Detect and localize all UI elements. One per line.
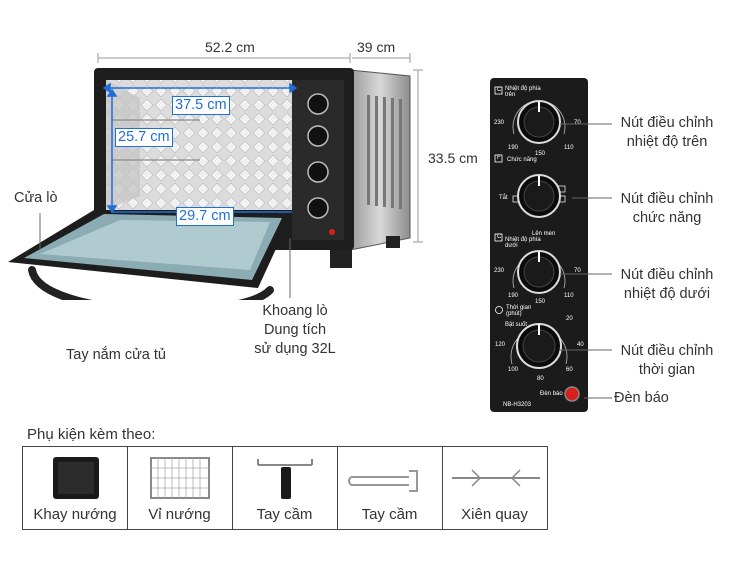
top-temp-tick: 70 xyxy=(574,120,581,126)
interior-width-label: 37.5 cm xyxy=(172,96,230,115)
callout-top-temp: Nút điều chỉnh nhiệt độ trên xyxy=(612,114,722,152)
callout-lamp: Đèn báo xyxy=(614,390,669,406)
chamber-label-line2: Dung tích xyxy=(263,322,327,338)
accessories-title: Phụ kiện kèm theo: xyxy=(27,426,156,443)
rotisserie-spit-icon xyxy=(452,469,540,487)
oven-knob-1 xyxy=(307,93,329,115)
accessory-rack-handle: Tay cầm xyxy=(337,446,443,530)
indicator-lamp xyxy=(564,386,580,402)
handle-label: Tay nắm cửa tủ xyxy=(66,347,166,363)
callout-timer: Nút điều chỉnh thời gian xyxy=(612,342,722,380)
bottom-temp-tick: 230 xyxy=(494,268,505,274)
top-temp-knob xyxy=(517,100,561,144)
function-knob xyxy=(517,174,561,218)
timer-knob xyxy=(516,323,562,369)
chamber-label: Khoang lò Dung tích sử dụng 32L xyxy=(245,302,345,359)
callout-timer-line2: thời gian xyxy=(638,362,696,378)
interior-height-label: 25.7 cm xyxy=(115,128,173,147)
bottom-temp-tick: 110 xyxy=(564,293,574,299)
callout-top-temp-line2: nhiệt độ trên xyxy=(626,134,708,150)
panel-bottom-temp-title: Nhiệt độ phía dưới xyxy=(505,237,541,249)
panel-function-on: Lên men xyxy=(532,231,556,237)
top-temp-tick: 110 xyxy=(564,145,574,151)
panel-function-title: Chức năng xyxy=(507,157,537,163)
wire-rack-icon xyxy=(150,457,210,499)
oven-knob-2 xyxy=(307,125,329,147)
timer-tick: 120 xyxy=(495,342,506,348)
panel-lamp-label: Đèn báo xyxy=(540,391,563,397)
oven-knob-4 xyxy=(307,197,329,219)
callout-function-line1: Nút điều chỉnh xyxy=(620,191,714,207)
accessory-name: Vỉ nướng xyxy=(148,506,211,523)
accessory-name: Xiên quay xyxy=(461,506,528,523)
baking-tray-icon xyxy=(53,457,99,499)
bottom-temp-tick: 70 xyxy=(574,268,581,274)
panel-knobs xyxy=(516,100,562,369)
control-panel-graphics xyxy=(494,86,580,402)
callout-function-line2: chức năng xyxy=(632,210,702,226)
chamber-label-line1: Khoang lò xyxy=(262,303,328,319)
timer-tick: 60 xyxy=(566,367,573,373)
width-label: 52.2 cm xyxy=(205,39,255,55)
callout-top-temp-line1: Nút điều chỉnh xyxy=(620,115,714,131)
timer-tick: 40 xyxy=(577,342,584,348)
depth-label: 39 cm xyxy=(357,39,396,55)
panel-model: NB-H3203 xyxy=(503,402,532,408)
section-letter: F xyxy=(497,155,501,161)
accessory-wire-rack: Vỉ nướng xyxy=(127,446,233,530)
callout-timer-line1: Nút điều chỉnh xyxy=(620,343,714,359)
dimension-lines xyxy=(97,53,423,243)
callout-lines xyxy=(560,123,612,399)
top-temp-tick: 190 xyxy=(508,145,519,151)
height-label: 33.5 cm xyxy=(428,150,478,166)
bottom-temp-tick: 190 xyxy=(508,293,519,299)
section-letter: C xyxy=(497,87,502,93)
bottom-temp-knob xyxy=(517,250,561,294)
bottom-temp-tick: 150 xyxy=(535,299,546,305)
timer-tick: 20 xyxy=(566,316,573,322)
accessory-name: Tay cầm xyxy=(361,506,418,523)
accessory-name: Tay cầm xyxy=(256,506,313,523)
rack-handle-icon xyxy=(348,470,418,492)
oven-knob-3 xyxy=(307,161,329,183)
timer-tick: 100 xyxy=(508,367,519,373)
door-label: Cửa lò xyxy=(14,190,58,206)
section-letter: C xyxy=(497,234,502,240)
panel-function-off: Tắt xyxy=(499,195,508,201)
accessory-baking-tray: Khay nướng xyxy=(22,446,128,530)
interior-depth-label: 29.7 cm xyxy=(176,207,234,226)
panel-timer-on: Bật suốt xyxy=(505,322,528,328)
accessory-rotisserie-spit: Xiên quay xyxy=(442,446,548,530)
interior-dimension-arrows xyxy=(102,82,298,214)
accessory-name: Khay nướng xyxy=(33,506,117,523)
callout-bottom-temp-line2: nhiệt độ dưới xyxy=(623,286,711,302)
callout-bottom-temp-line1: Nút điều chỉnh xyxy=(620,267,714,283)
panel-timer-title: Thời gian (phút) xyxy=(506,305,532,317)
top-temp-tick: 230 xyxy=(494,120,505,126)
oven-control-knobs xyxy=(307,93,335,235)
oven-illustration xyxy=(8,53,423,300)
tray-handle-icon xyxy=(257,459,313,499)
callout-bottom-temp: Nút điều chỉnh nhiệt độ dưới xyxy=(612,266,722,304)
timer-tick: 80 xyxy=(537,376,544,382)
chamber-label-line3: sử dụng 32L xyxy=(254,341,336,357)
top-temp-tick: 150 xyxy=(535,151,546,157)
accessory-tray-handle: Tay cầm xyxy=(232,446,338,530)
callout-function: Nút điều chỉnh chức năng xyxy=(612,190,722,228)
panel-top-temp-title: Nhiệt độ phía trên xyxy=(505,86,541,98)
